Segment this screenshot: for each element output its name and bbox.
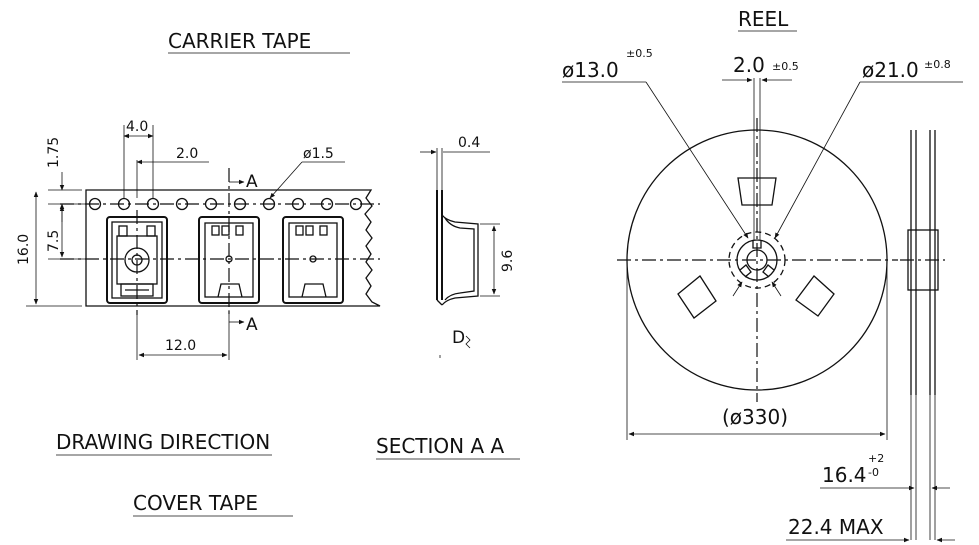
cover-tape-label: COVER TAPE: [133, 491, 258, 515]
dim-inner-tol-minus: -0: [868, 466, 879, 479]
dim-hub-tol: ±0.5: [626, 47, 653, 60]
empty-pocket-2: [282, 216, 344, 304]
dim-hole-pitch: 4.0: [126, 119, 148, 135]
reel-title: REEL: [738, 7, 789, 31]
section-label-d: D: [452, 328, 465, 348]
dim-pocket-depth: 9.6: [500, 250, 516, 272]
carrier-tape: [60, 168, 381, 315]
reel-front-view: ø13.0 ±0.5 2.0 ±0.5 ø21.0 ±0.8 (ø330): [562, 47, 963, 440]
dim-edge-to-hole: 1.75: [46, 137, 62, 168]
dim-hub-dia: ø13.0: [562, 58, 619, 82]
dim-tape-thickness: 0.4: [458, 135, 480, 151]
drawing-direction-label: DRAWING DIRECTION: [56, 430, 270, 454]
section-view: 0.4 9.6 D: [420, 135, 516, 358]
dim-key-tol: ±0.5: [772, 60, 799, 73]
pocket-with-component: [106, 210, 168, 315]
reel-side-view: 16.4 +2 -0 22.4 MAX: [786, 130, 955, 543]
dim-inner-tol-plus: +2: [868, 452, 884, 465]
dim-arbor-tol: ±0.8: [924, 58, 951, 71]
dim-inner-width: 16.4: [822, 463, 867, 487]
dim-tape-width: 16.0: [16, 234, 32, 265]
dim-arbor-dia: ø21.0: [862, 58, 919, 82]
section-mark-bottom: A: [246, 315, 258, 335]
dim-hole-offset: 2.0: [176, 146, 198, 162]
section-mark-top: A: [246, 172, 258, 192]
dim-key-width: 2.0: [733, 53, 765, 77]
section-title: SECTION A A: [376, 434, 505, 458]
dim-max-width: 22.4 MAX: [788, 515, 884, 539]
carrier-dimensions: 4.0 2.0 ø1.5 A A 1.75 7.5 16.0 12.0: [16, 119, 345, 360]
dim-outer-dia: (ø330): [722, 405, 788, 429]
empty-pocket-1: [198, 168, 260, 315]
dim-pocket-pitch: 12.0: [165, 338, 196, 354]
carrier-tape-title: CARRIER TAPE: [168, 29, 311, 53]
sprocket-holes: [88, 197, 363, 211]
dim-hole-diameter: ø1.5: [303, 146, 334, 162]
dim-center-line: 7.5: [46, 230, 62, 252]
